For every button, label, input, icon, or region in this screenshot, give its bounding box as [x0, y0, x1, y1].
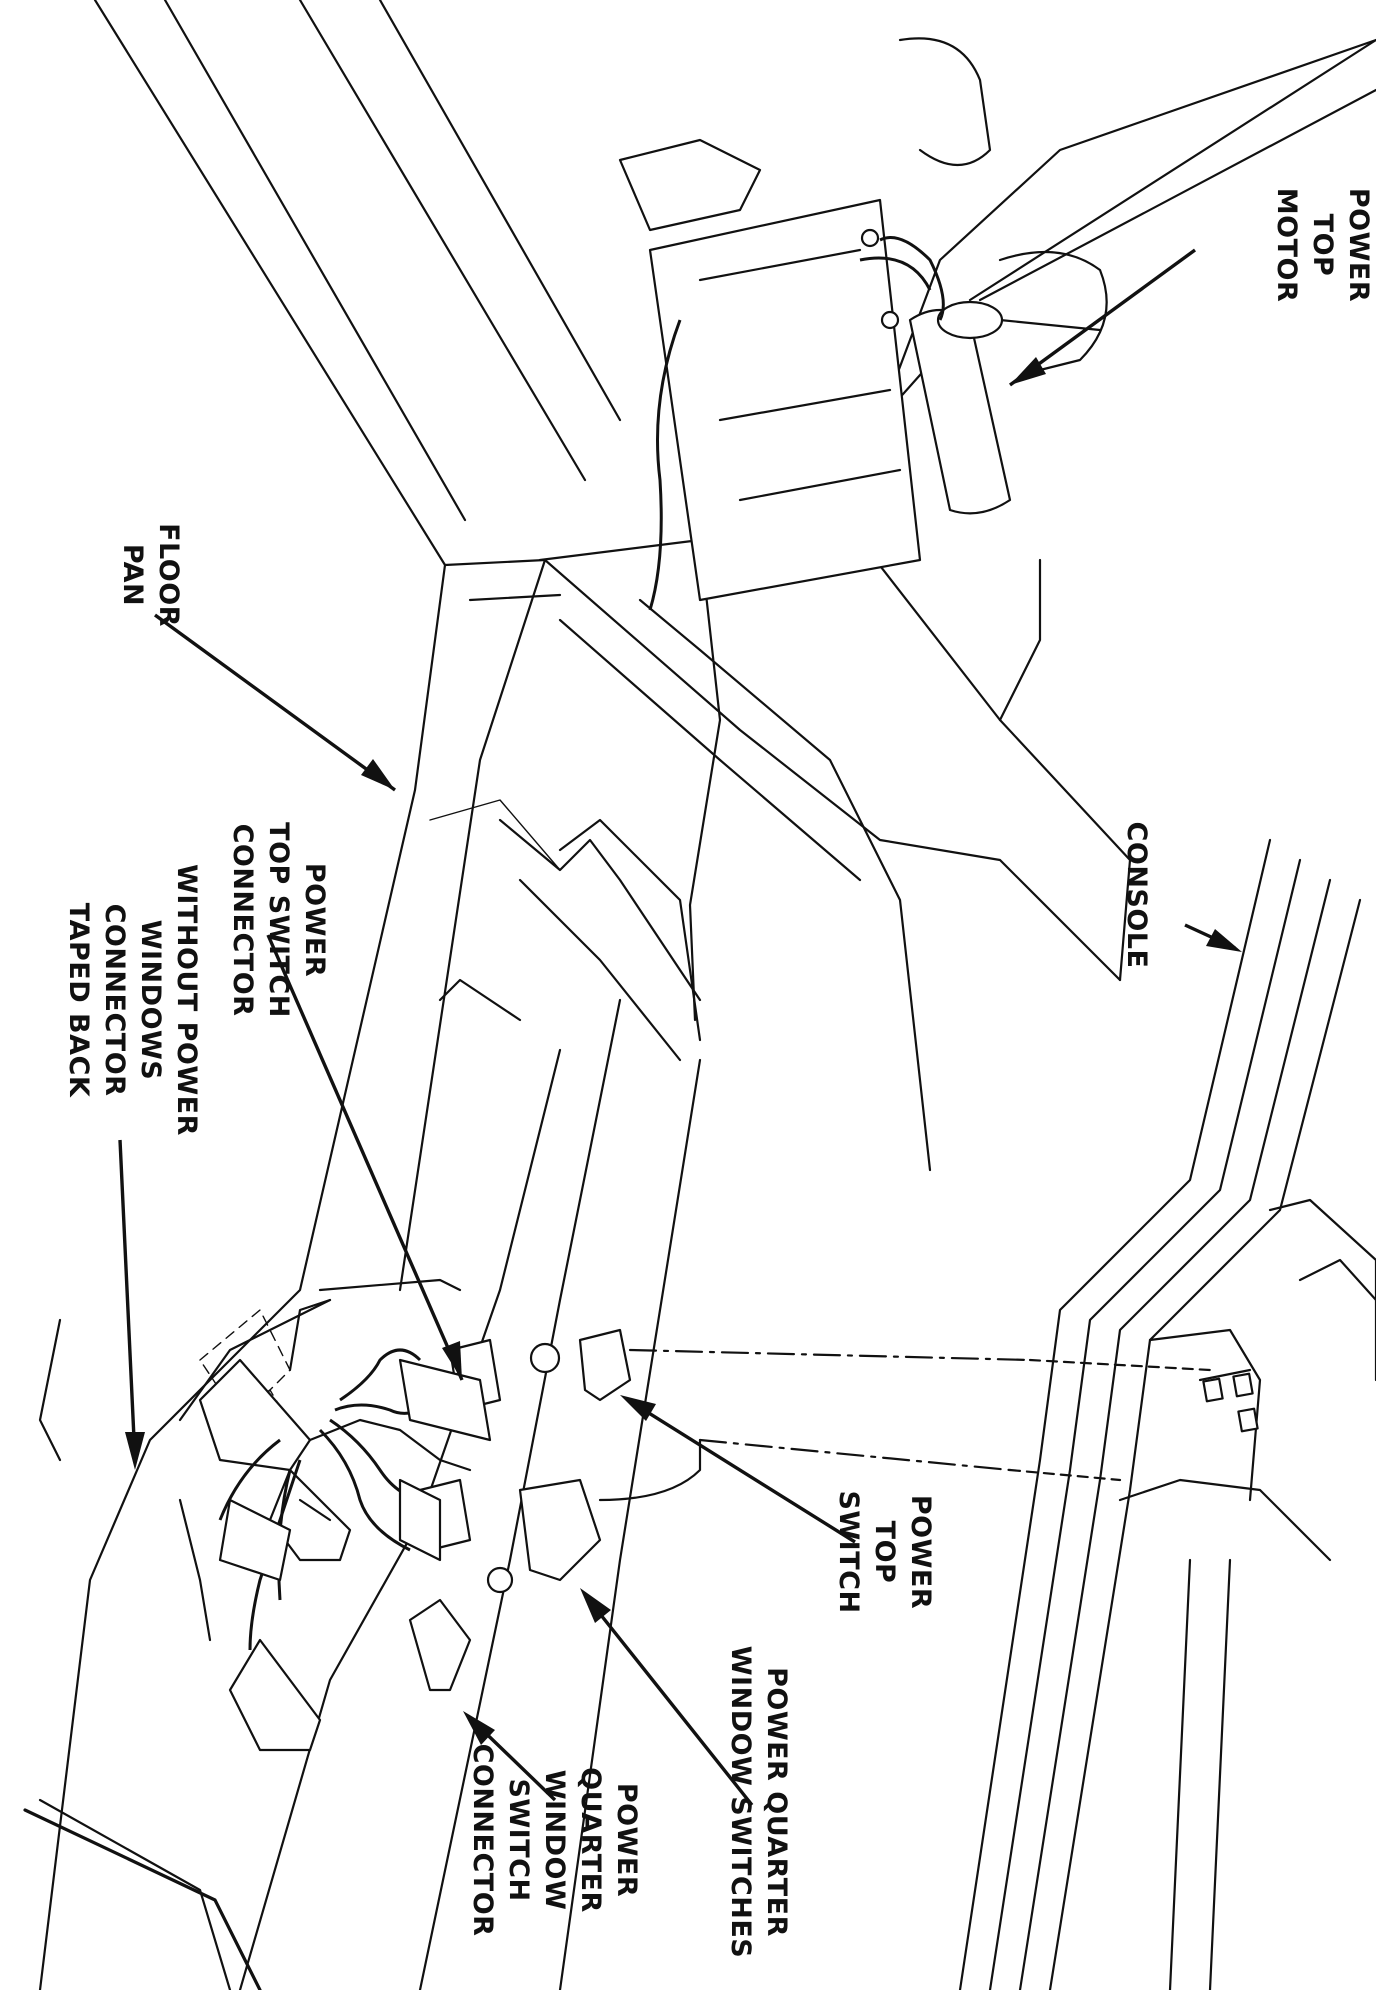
arrowhead-power-top-switch-connector — [442, 1341, 462, 1380]
label-power-quarter-window-switches-line-2: WINDOW SWITCHES — [725, 1646, 756, 1958]
arrowhead-power-top-motor — [1010, 357, 1046, 385]
label-floor-pan: FLOOR PAN — [117, 523, 184, 627]
arrowhead-power-quarter-window-switch-connector — [463, 1711, 495, 1745]
label-floor-pan-line-2: PAN — [117, 544, 148, 606]
label-power-top-switch-line-3: SWITCH — [833, 1490, 864, 1613]
arrow-without-power-windows-connector — [118, 1139, 137, 1461]
label-power-top-switch-connector: POWER TOP SWITCH CONNECTOR — [227, 822, 330, 1018]
arrowhead-power-quarter-window-switches — [580, 1588, 611, 1623]
label-power-quarter-window-switch-connector-line-3: WINDOW — [539, 1770, 570, 1911]
label-without-power-windows-line-1: WITHOUT POWER — [171, 864, 202, 1136]
label-power-quarter-window-switch-connector-line-1: POWER — [611, 1783, 642, 1897]
label-power-quarter-window-switch-connector-line-2: QUARTER — [575, 1767, 606, 1913]
label-console: CONSOLE — [1121, 822, 1152, 969]
label-power-top-switch-connector-line-3: CONNECTOR — [227, 824, 258, 1017]
power-top-motor-assembly — [618, 37, 1376, 611]
arrow-floor-pan — [153, 613, 397, 792]
label-console-line-1: CONSOLE — [1121, 822, 1152, 969]
label-power-quarter-window-switches: POWER QUARTER WINDOW SWITCHES — [725, 1646, 792, 1958]
label-power-quarter-window-switches-line-1: POWER QUARTER — [761, 1667, 792, 1937]
label-floor-pan-line-1: FLOOR — [153, 523, 184, 627]
label-power-top-switch: POWER TOP SWITCH — [833, 1490, 936, 1613]
label-power-top-switch-connector-line-1: POWER — [299, 863, 330, 977]
label-without-power-windows-line-2: WINDOWS — [135, 920, 166, 1081]
label-power-top-switch-connector-line-2: TOP SWITCH — [263, 822, 294, 1018]
label-power-top-switch-line-1: POWER — [905, 1495, 936, 1609]
arrow-power-top-motor — [1008, 248, 1197, 387]
arrowhead-power-top-switch — [620, 1395, 656, 1421]
label-power-top-switch-line-2: TOP — [869, 1521, 900, 1584]
label-power-top-motor-line-1: POWER — [1343, 188, 1374, 302]
arrow-power-top-switch — [627, 1398, 856, 1544]
label-without-power-windows-line-3: CONNECTOR — [99, 904, 130, 1097]
floor-pan-panel — [23, 0, 1376, 1990]
label-without-power-windows: WITHOUT POWER WINDOWS CONNECTOR TAPED BA… — [63, 864, 202, 1136]
arrow-power-quarter-window-switches — [583, 1593, 754, 1807]
leader-arrows — [118, 248, 1242, 1807]
switch-area — [178, 1278, 1212, 1752]
label-power-top-motor: POWER TOP MOTOR — [1271, 188, 1374, 302]
label-power-quarter-window-switch-connector-line-5: CONNECTOR — [467, 1744, 498, 1937]
arrowhead-without-power-windows-connector — [125, 1432, 145, 1470]
label-power-top-motor-line-2: TOP — [1307, 214, 1338, 277]
label-power-top-motor-line-3: MOTOR — [1271, 188, 1302, 302]
arrowhead-console — [1206, 929, 1242, 952]
label-without-power-windows-line-4: TAPED BACK — [63, 903, 94, 1098]
label-power-quarter-window-switch-connector-line-4: SWITCH — [503, 1778, 534, 1901]
console — [958, 838, 1376, 1990]
arrow-power-top-switch-connector — [266, 934, 464, 1381]
arrowhead-floor-pan — [361, 759, 395, 790]
label-power-quarter-window-switch-connector: POWER QUARTER WINDOW SWITCH CONNECTOR — [467, 1744, 642, 1937]
tunnel-center — [429, 558, 1122, 1172]
